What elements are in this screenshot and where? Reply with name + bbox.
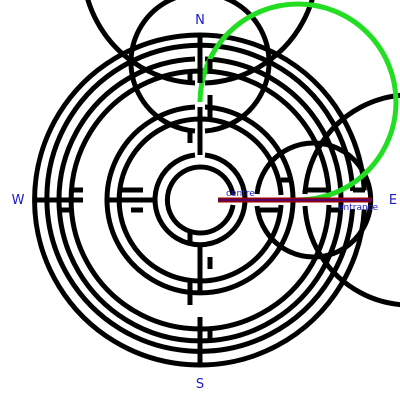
wall-ring-9 [128, 0, 272, 134]
radial-walls-south [187, 233, 213, 365]
label-west: W [12, 193, 25, 208]
label-south: S [196, 377, 204, 392]
wall-ring-5 [85, 0, 315, 86]
label-centre: centre [226, 189, 255, 199]
wall-ring-1 [32, 32, 367, 368]
label-east: E [389, 193, 397, 208]
wall-ring-6 [302, 93, 400, 307]
radial-walls-east [257, 177, 365, 213]
radial-walls-west [35, 187, 155, 213]
label-entrance: entrance [338, 203, 379, 213]
wall-ring-2 [44, 42, 356, 354]
radial-walls-north [187, 35, 213, 155]
label-north: N [195, 13, 205, 28]
highlighted-path [197, 1, 399, 203]
wall-ring-11 [152, 152, 248, 248]
wall-ring-12 [164, 164, 236, 236]
